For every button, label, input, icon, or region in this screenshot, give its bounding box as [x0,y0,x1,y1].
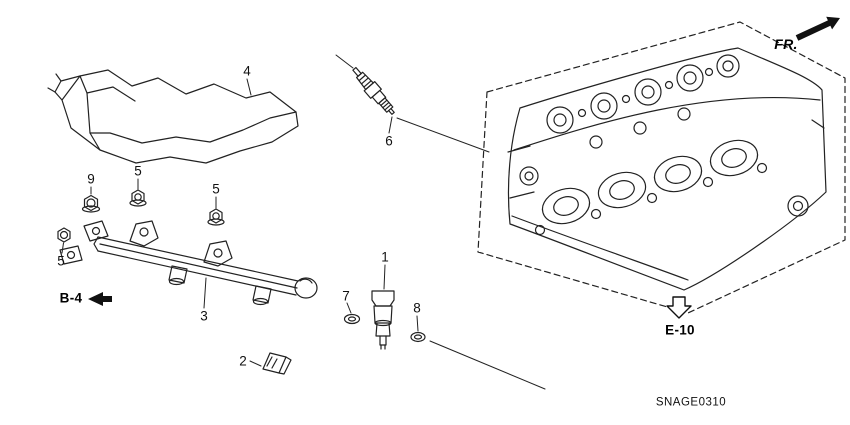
b4-arrow-icon [88,292,112,306]
diagram-code: SNAGE0310 [655,396,727,409]
injector-cover-drawing [47,69,299,164]
mounting-hardware-drawing [57,189,225,243]
callout-2: 2 [239,353,247,369]
callout-5-left: 5 [57,253,65,269]
e10-arrow-icon [666,296,692,319]
ref-b4: B-4 [59,290,83,306]
callout-5-top: 5 [134,163,142,179]
callout-4: 4 [243,63,251,79]
fr-arrow-icon [795,16,840,41]
leader-lines [61,54,546,390]
ref-e10: E-10 [665,322,695,338]
fr-label: FR. [774,36,798,52]
cylinder-head-drawing [507,47,827,291]
fuel-injector-drawing [343,290,426,350]
cylinder-head-dashed-boundary [477,21,846,314]
callout-3: 3 [200,308,208,324]
callout-1: 1 [381,249,389,265]
fuel-rail-drawing [59,220,318,306]
callout-5-mid: 5 [212,181,220,197]
callout-8: 8 [413,300,421,316]
injector-clip-drawing [262,352,292,375]
spark-plug-drawing [352,66,395,115]
callout-6: 6 [385,133,393,149]
callout-7: 7 [342,288,350,304]
callout-9: 9 [87,171,95,187]
